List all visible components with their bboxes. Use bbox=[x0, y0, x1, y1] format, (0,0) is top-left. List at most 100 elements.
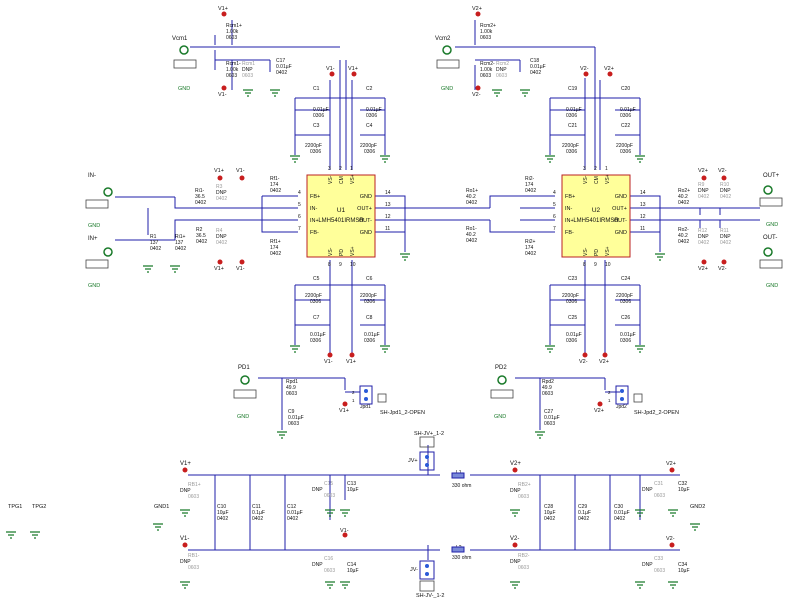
flag-v2minus: V2- bbox=[718, 266, 727, 272]
svg-text:0306: 0306 bbox=[310, 149, 321, 155]
svg-text:R9: R9 bbox=[698, 182, 705, 188]
svg-text:0306: 0306 bbox=[620, 149, 631, 155]
jv-minus-header bbox=[419, 560, 435, 580]
flag-vminus: V1- bbox=[180, 536, 189, 542]
jpd1-shunt-label: SH-Jpd1_2-OPEN bbox=[380, 410, 425, 416]
flag-v2minus: V2- bbox=[580, 66, 589, 72]
svg-text:0402: 0402 bbox=[678, 200, 689, 206]
u2-pin-fbp: FB+ bbox=[565, 194, 575, 200]
svg-text:0402: 0402 bbox=[466, 200, 477, 206]
svg-text:0603: 0603 bbox=[324, 493, 335, 499]
svg-text:36.5: 36.5 bbox=[195, 194, 205, 200]
flag-v2plus: V2+ bbox=[698, 266, 708, 272]
svg-text:R12: R12 bbox=[698, 228, 707, 234]
svg-text:DNP: DNP bbox=[698, 234, 709, 240]
svg-text:Rpd1: Rpd1 bbox=[286, 379, 298, 385]
gnd2-label: GND2 bbox=[690, 504, 705, 510]
svg-text:174: 174 bbox=[270, 245, 279, 251]
svg-text:2200pF: 2200pF bbox=[562, 293, 579, 299]
l2-inductor-icon bbox=[451, 546, 465, 553]
svg-text:40.2: 40.2 bbox=[466, 232, 476, 238]
u1-pin-top-vsm: VS- bbox=[328, 175, 334, 184]
svg-text:40.2: 40.2 bbox=[466, 194, 476, 200]
u2-ref: U2 bbox=[592, 207, 601, 214]
u1-pin-inp: IN+ bbox=[310, 218, 319, 224]
jpd2-shunt-icon bbox=[633, 393, 643, 403]
svg-text:0603: 0603 bbox=[654, 568, 665, 574]
svg-text:1: 1 bbox=[608, 398, 611, 403]
svg-text:1.00k: 1.00k bbox=[480, 67, 493, 73]
u1-pin-top-vsp: VS+ bbox=[350, 174, 356, 184]
svg-text:0402: 0402 bbox=[150, 246, 161, 252]
svg-text:Ro2-: Ro2- bbox=[678, 227, 689, 233]
svg-text:0306: 0306 bbox=[620, 113, 631, 119]
flag-v2minus: V2- bbox=[472, 92, 481, 98]
svg-text:C5: C5 bbox=[313, 276, 320, 282]
flag-vminus: V1- bbox=[324, 359, 333, 365]
svg-text:0402: 0402 bbox=[544, 516, 555, 522]
jv-plus-shunt-label: SH-JV+_1-2 bbox=[414, 431, 444, 437]
flag-v2plus: V2+ bbox=[604, 66, 614, 72]
svg-text:0603: 0603 bbox=[542, 391, 553, 397]
svg-text:DNP: DNP bbox=[642, 487, 653, 493]
in-plus-gnd: GND bbox=[88, 283, 100, 289]
u2-part: LMH5401IRMSR bbox=[573, 218, 619, 224]
jpd2-header bbox=[615, 385, 629, 405]
svg-text:0402: 0402 bbox=[270, 251, 281, 257]
svg-text:137: 137 bbox=[150, 240, 159, 246]
svg-text:C25: C25 bbox=[568, 315, 577, 321]
out-minus-connector: OUT- GND bbox=[759, 235, 783, 289]
svg-text:C3: C3 bbox=[313, 123, 320, 129]
svg-text:C34: C34 bbox=[678, 562, 687, 568]
svg-text:C15: C15 bbox=[324, 481, 333, 487]
svg-text:0402: 0402 bbox=[216, 196, 227, 202]
flag-vminus: V1- bbox=[218, 92, 227, 98]
svg-text:C12: C12 bbox=[287, 504, 296, 510]
svg-text:2200pF: 2200pF bbox=[360, 143, 377, 149]
svg-text:C22: C22 bbox=[621, 123, 630, 129]
svg-text:0603: 0603 bbox=[242, 73, 253, 79]
chip-u2: U2 LMH5401IRMSR FB+ IN- IN+ FB- GND OUT+… bbox=[553, 166, 646, 268]
svg-text:40.2: 40.2 bbox=[678, 233, 688, 239]
svg-text:Rcm2-: Rcm2- bbox=[480, 61, 495, 67]
svg-text:C26: C26 bbox=[621, 315, 630, 321]
svg-text:DNP: DNP bbox=[216, 234, 227, 240]
jpd1-header bbox=[359, 385, 373, 405]
svg-text:0603: 0603 bbox=[654, 493, 665, 499]
svg-text:DNP: DNP bbox=[312, 562, 323, 568]
svg-text:0402: 0402 bbox=[287, 516, 298, 522]
flag-v2minus: V2- bbox=[666, 536, 675, 542]
svg-text:10µF: 10µF bbox=[678, 568, 690, 574]
svg-text:DNP: DNP bbox=[510, 488, 521, 494]
svg-text:0402: 0402 bbox=[252, 516, 263, 522]
svg-text:Rcm2+: Rcm2+ bbox=[480, 23, 496, 29]
tpg1-label: TPG1 bbox=[8, 504, 22, 510]
header-icon bbox=[759, 197, 783, 207]
u2-num-4: 4 bbox=[553, 190, 556, 196]
svg-text:0.1µF: 0.1µF bbox=[252, 510, 265, 516]
header-icon bbox=[173, 59, 197, 69]
coax-icon bbox=[442, 45, 452, 55]
pd2-connector: PD2 GND bbox=[490, 365, 514, 420]
u1-pin-fbm: FB- bbox=[310, 230, 319, 236]
flag-v2plus: V2+ bbox=[599, 359, 609, 365]
svg-text:C33: C33 bbox=[654, 556, 663, 562]
u2-body bbox=[561, 174, 631, 258]
u2-pin-outp: OUT+ bbox=[612, 206, 627, 212]
